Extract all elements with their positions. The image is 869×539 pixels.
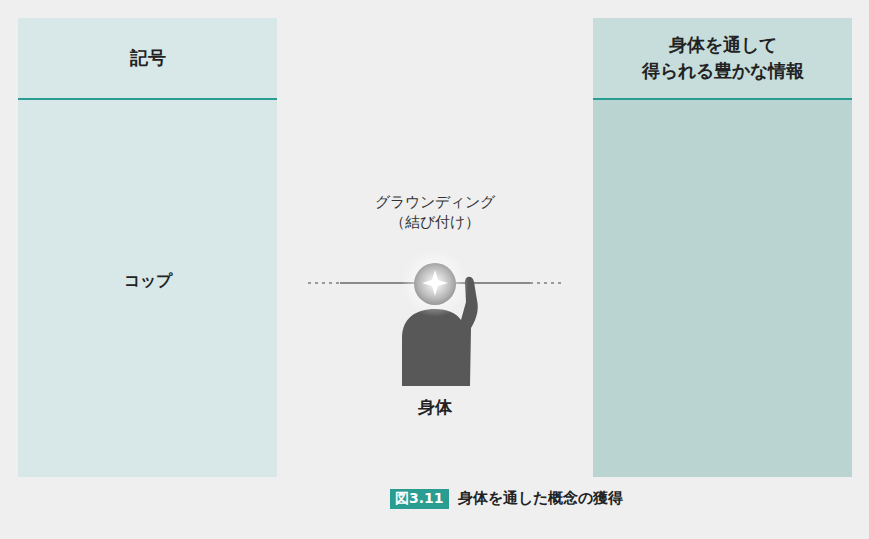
panel-header: 記号 [18, 18, 277, 100]
symbol-panel: 記号コップ [18, 18, 277, 477]
dotted-line [308, 282, 340, 284]
person-figure [401, 249, 478, 386]
dotted-line [530, 282, 562, 284]
symbol-word: コップ [18, 270, 277, 292]
body-info-panel: 身体を通して 得られる豊かな情報 [593, 18, 852, 477]
panel-heading: 身体を通して 得られる豊かな情報 [623, 32, 823, 84]
panel-heading: 記号 [130, 45, 166, 71]
head-glow [401, 249, 469, 317]
caption: 身体を通した概念の獲得 [458, 488, 623, 509]
body-label: 身体 [395, 397, 475, 417]
panel-header: 身体を通して 得られる豊かな情報 [593, 18, 852, 100]
sparkle [422, 270, 448, 296]
grounding-label: グラウンディング （結び付け） [365, 192, 505, 233]
figure-number: 図3.11 [390, 489, 449, 509]
